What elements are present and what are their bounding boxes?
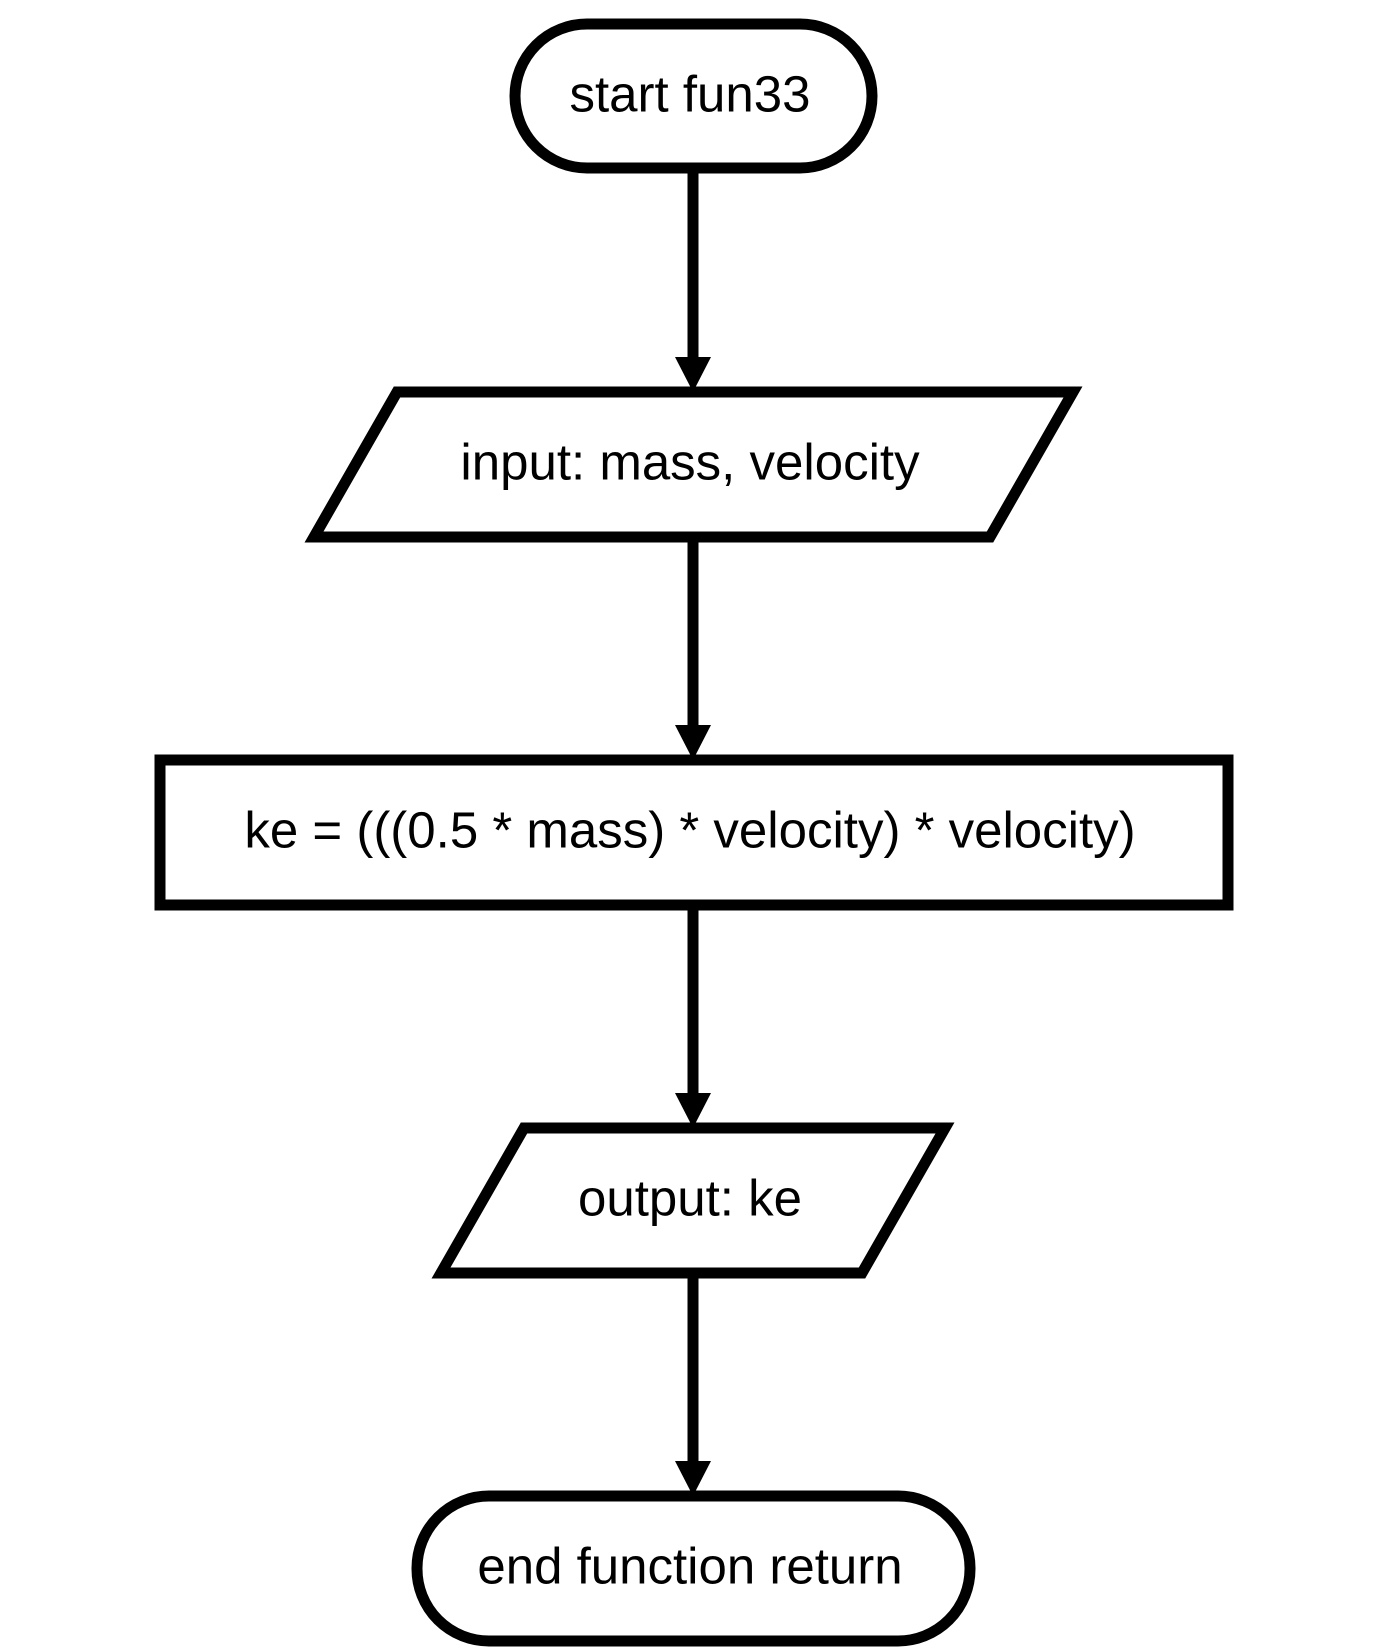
end-node: end function return bbox=[411, 1490, 976, 1647]
input-node: input: mass, velocity bbox=[304, 386, 1083, 543]
edge-output-to-end bbox=[675, 1273, 711, 1496]
edge-input-to-process bbox=[675, 537, 711, 760]
start-node-label: start fun33 bbox=[570, 65, 811, 122]
process-node: ke = (((0.5 * mass) * velocity) * veloci… bbox=[154, 754, 1234, 911]
process-node-label: ke = (((0.5 * mass) * velocity) * veloci… bbox=[244, 801, 1135, 858]
edge-process-to-output bbox=[675, 905, 711, 1128]
output-node-label: output: ke bbox=[578, 1169, 802, 1226]
end-node-label: end function return bbox=[477, 1537, 902, 1594]
start-node: start fun33 bbox=[509, 18, 878, 174]
output-node: output: ke bbox=[431, 1122, 955, 1279]
edge-start-to-input bbox=[675, 168, 711, 392]
input-node-label: input: mass, velocity bbox=[460, 433, 920, 490]
